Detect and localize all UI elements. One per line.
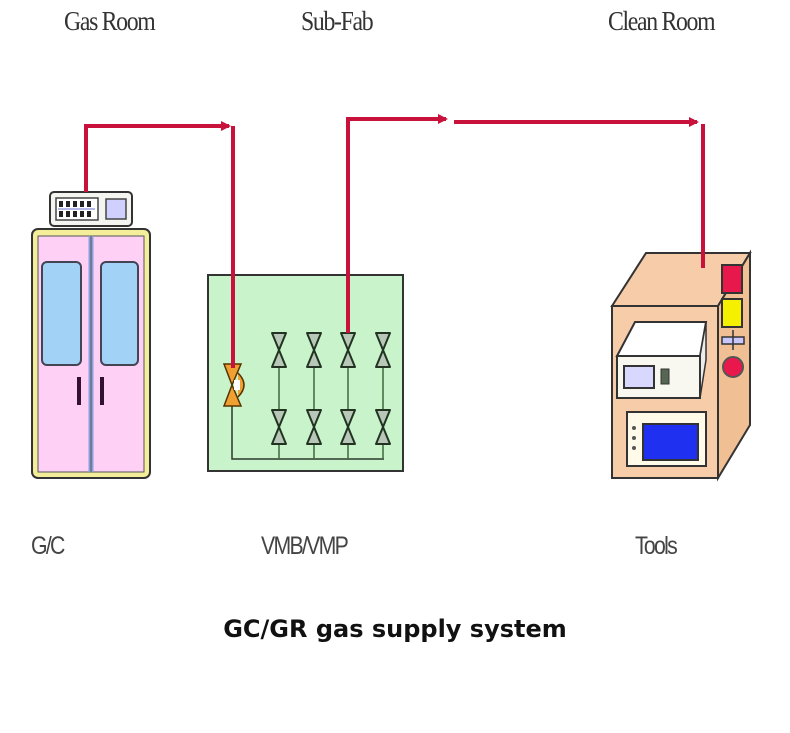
valve-icon <box>375 409 391 445</box>
zone-label-sub-fab: Sub-Fab <box>301 6 374 36</box>
equipment-label-vmb: VMB/VMP <box>261 532 349 560</box>
cabinet-handle-left <box>77 377 81 405</box>
valve-icon <box>306 332 322 368</box>
equipment-label-gc: G/C <box>31 532 65 560</box>
valve-icon <box>271 409 287 445</box>
valve-icon <box>340 409 356 445</box>
valve-icon <box>306 409 322 445</box>
valve-icon <box>375 332 391 368</box>
zone-label-gas-room: Gas Room <box>64 6 156 36</box>
cabinet-handle-right <box>100 377 104 405</box>
tool-red-light <box>721 264 743 294</box>
tool-screen <box>642 423 699 461</box>
zone-label-clean-room: Clean Room <box>608 6 716 36</box>
regulator-valve-icon <box>222 363 245 407</box>
cabinet-controller <box>49 191 133 227</box>
valve-manifold-box-icon <box>207 274 404 472</box>
equipment-label-tools: Tools <box>635 532 678 560</box>
process-tool-icon <box>610 249 752 482</box>
cabinet-window-left <box>41 261 82 366</box>
valve-icon <box>271 332 287 368</box>
gas-cabinet-icon <box>31 191 151 479</box>
flow-line-gc-to-vmb <box>84 121 235 368</box>
tool-yellow-light <box>721 298 743 328</box>
cabinet-window-right <box>100 261 139 366</box>
tool-emergency-button <box>722 356 744 378</box>
flow-line-vmb-to-tools <box>346 114 705 333</box>
diagram-caption: GC/GR gas supply system <box>223 615 567 643</box>
